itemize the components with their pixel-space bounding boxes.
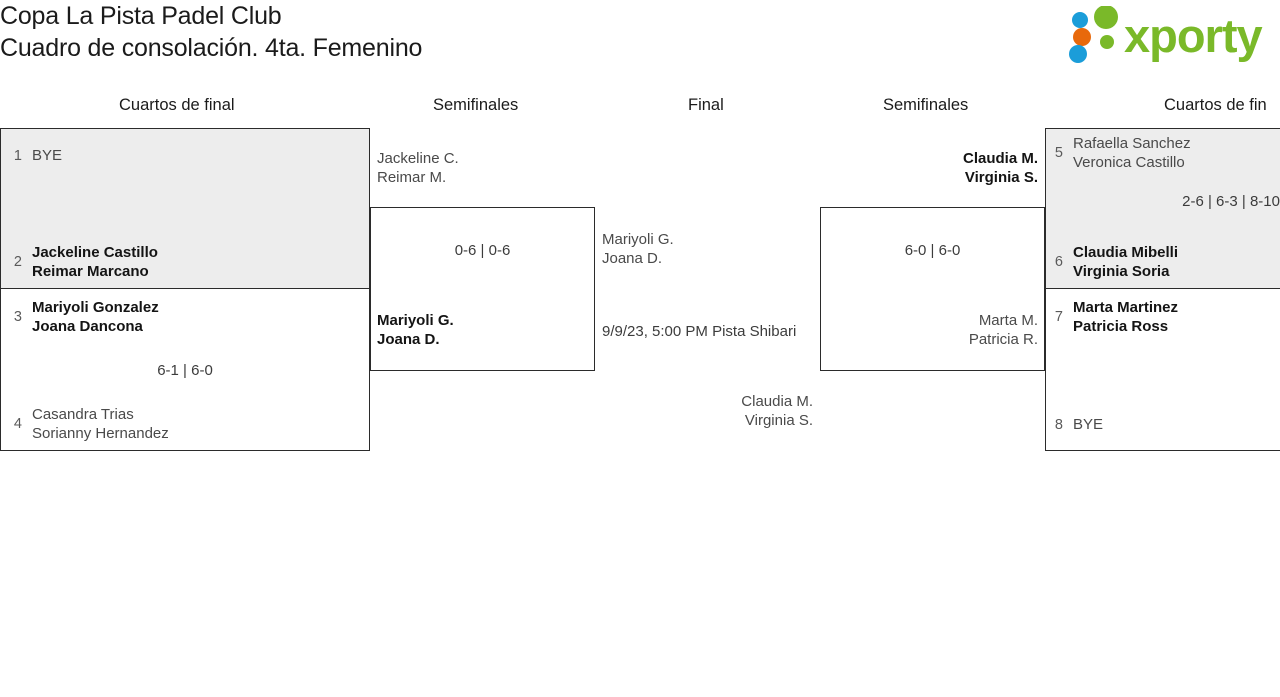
team-names: Mariyoli Gonzalez Joana Dancona [22,298,159,336]
sf-left-team-b: Mariyoli G. Joana D. [377,311,454,349]
sf-right-team-b: Marta M. Patricia R. [838,311,1038,349]
round-header-qf-left: Cuartos de final [119,96,235,114]
team-player-2: Patricia R. [968,331,1038,348]
team-names: Casandra Trias Sorianny Hernandez [22,405,169,443]
team-names: Jackeline Castillo Reimar Marcano [22,243,158,281]
match-box-qf-right-top[interactable] [1045,128,1280,289]
sf-left-team-a: Jackeline C. Reimar M. [377,149,459,187]
team-player-2: Reimar M. [377,169,447,186]
team-seed-6[interactable]: 6 Claudia Mibelli Virginia Soria [1045,243,1178,281]
final-team-a: Mariyoli G. Joana D. [602,230,674,268]
seed-number: 2 [13,254,22,270]
team-player-1: Mariyoli Gonzalez [32,299,159,316]
seed-number: 5 [1054,145,1063,161]
team-seed-5[interactable]: 5 Rafaella Sanchez Veronica Castillo [1045,134,1191,172]
team-player-1: Mariyoli G. [602,231,674,248]
tournament-name: Copa La Pista Padel Club [0,2,282,30]
seed-number: 4 [13,416,22,432]
xporty-logo[interactable]: xporty [1050,6,1278,64]
team-player-1: Rafaella Sanchez [1073,135,1191,152]
seed-number: 3 [13,309,22,325]
team-player-2: Reimar Marcano [32,263,149,280]
team-player-2: Veronica Castillo [1073,154,1185,171]
final-match-meta: 9/9/23, 5:00 PM Pista Shibari [602,323,797,340]
seed-number: 7 [1054,309,1063,325]
team-player-1: Marta M. [978,312,1038,329]
team-player-2: Sorianny Hernandez [32,425,169,442]
page-title: Copa La Pista Padel Club Cuadro de conso… [0,0,422,64]
team-player-2: Joana Dancona [32,318,143,335]
team-seed-3[interactable]: 3 Mariyoli Gonzalez Joana Dancona [0,298,159,336]
match-score-sf-right: 6-0 | 6-0 [904,242,961,259]
team-player-2: Joana D. [377,331,440,348]
match-score-sf-left: 0-6 | 0-6 [454,242,511,259]
team-seed-1[interactable]: 1 BYE [0,146,62,165]
team-seed-4[interactable]: 4 Casandra Trias Sorianny Hernandez [0,405,169,443]
team-player-2: Virginia S. [744,412,813,429]
team-names: Rafaella Sanchez Veronica Castillo [1063,134,1191,172]
team-player-2: Patricia Ross [1073,318,1169,335]
match-box-qf-left-top[interactable] [0,128,370,289]
team-player-2: Virginia Soria [1073,263,1170,280]
match-box-sf-right[interactable] [820,207,1045,371]
match-score-qf-right-top: 2-6 | 6-3 | 8-10 [1182,193,1280,210]
team-player-1: BYE [32,147,63,164]
team-player-1: Claudia Mibelli [1073,244,1179,261]
team-player-1: Jackeline Castillo [32,244,158,261]
team-player-1: BYE [1073,416,1104,433]
round-header-sf-right: Semifinales [883,96,969,114]
round-header-final: Final [688,96,724,114]
team-names: Marta Martinez Patricia Ross [1063,298,1178,336]
seed-number: 1 [13,148,22,164]
team-player-2: Joana D. [602,250,663,267]
match-score-qf-left-bottom: 6-1 | 6-0 [157,362,213,379]
team-seed-2[interactable]: 2 Jackeline Castillo Reimar Marcano [0,243,158,281]
team-names: BYE [22,146,62,165]
match-box-sf-left[interactable] [370,207,595,371]
match-box-qf-left-bottom[interactable] [0,288,370,451]
match-box-qf-right-bottom[interactable] [1045,288,1280,451]
round-header-qf-right: Cuartos de fin [1164,96,1267,114]
round-header-sf-left: Semifinales [433,96,519,114]
team-player-1: Claudia M. [962,150,1038,167]
team-names: BYE [1063,415,1103,434]
sf-right-team-a: Claudia M. Virginia S. [838,149,1038,187]
team-player-1: Claudia M. [741,393,813,410]
team-seed-7[interactable]: 7 Marta Martinez Patricia Ross [1045,298,1178,336]
team-player-1: Jackeline C. [377,150,459,167]
bracket-subtitle: Cuadro de consolación. 4ta. Femenino [0,34,423,62]
seed-number: 8 [1054,417,1063,433]
team-player-1b: Casandra Trias [32,406,134,423]
final-team-b: Claudia M. Virginia S. [613,392,813,430]
team-player-1: Marta Martinez [1073,299,1179,316]
svg-text:xporty: xporty [1124,9,1263,62]
team-player-1: Mariyoli G. [377,312,454,329]
team-seed-8[interactable]: 8 BYE [1045,415,1103,434]
team-names: Claudia Mibelli Virginia Soria [1063,243,1178,281]
team-player-2: Virginia S. [964,169,1038,186]
seed-number: 6 [1054,254,1063,270]
